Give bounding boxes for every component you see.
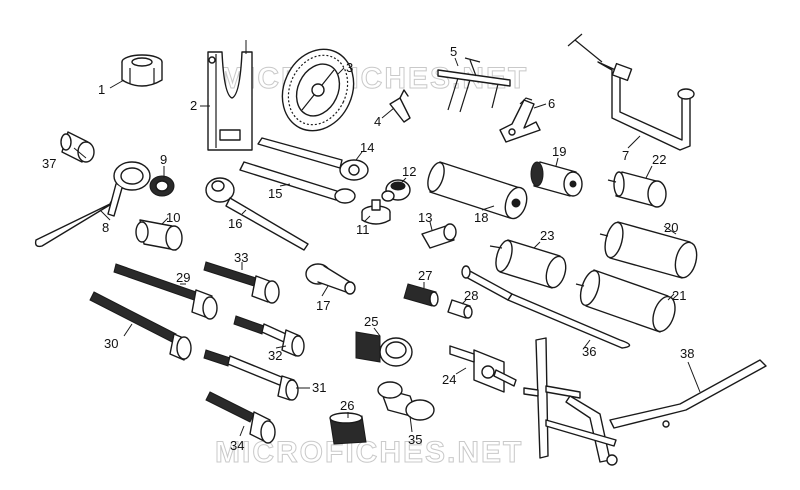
callout-28: 28 [464, 288, 478, 303]
callout-8: 8 [102, 220, 109, 235]
part-12-cap[interactable] [381, 179, 411, 202]
part-24-clamp[interactable] [449, 345, 517, 393]
callout-14: 14 [360, 140, 374, 155]
callout-3: 3 [346, 60, 353, 75]
callout-29: 29 [176, 270, 190, 285]
part-9-gear[interactable] [149, 175, 175, 197]
callout-24: 24 [442, 372, 456, 387]
part-4-pointer[interactable] [389, 89, 411, 123]
callout-17: 17 [316, 298, 330, 313]
watermark-bottom: MICROFICHES.NET [215, 436, 523, 469]
callout-10: 10 [166, 210, 180, 225]
part-15-long-wrench[interactable] [239, 161, 356, 204]
part-1-cup-socket[interactable] [121, 54, 163, 87]
callout-7: 7 [622, 148, 629, 163]
part-2-bracket-plate[interactable] [207, 40, 253, 151]
callout-labels: 1 2 3 4 5 6 7 8 9 10 11 12 13 14 15 16 1… [42, 44, 694, 453]
part-8-pin-wrench[interactable] [34, 161, 151, 248]
part-17-puller-cup[interactable] [305, 263, 356, 295]
part-29-long-bolt[interactable] [113, 263, 218, 320]
callout-25: 25 [364, 314, 378, 329]
part-34-bolt[interactable] [205, 391, 276, 444]
part-33-bolt[interactable] [203, 261, 280, 304]
part-6-angled-bracket[interactable] [499, 97, 541, 143]
part-38-center-stand[interactable] [523, 337, 767, 466]
part-5-puller-bar[interactable] [437, 57, 511, 113]
callout-22: 22 [652, 152, 666, 167]
part-37-socket[interactable] [60, 131, 95, 163]
callout-15: 15 [268, 186, 282, 201]
part-7-valve-spring-compressor[interactable] [567, 33, 695, 151]
callout-18: 18 [474, 210, 488, 225]
callout-30: 30 [104, 336, 118, 351]
part-23-cylinder[interactable] [489, 239, 569, 290]
part-36-rod-with-handle[interactable] [461, 265, 631, 349]
callout-5: 5 [450, 44, 457, 59]
part-30-long-bolt[interactable] [89, 291, 192, 361]
part-16-socket-handle[interactable] [205, 177, 309, 251]
callout-16: 16 [228, 216, 242, 231]
callout-26: 26 [340, 398, 354, 413]
part-3-degree-wheel[interactable] [269, 38, 366, 143]
callout-9: 9 [160, 152, 167, 167]
callout-35: 35 [408, 432, 422, 447]
part-20-large-cylinder[interactable] [599, 221, 700, 280]
part-10-sleeve[interactable] [135, 219, 183, 251]
callout-33: 33 [234, 250, 248, 265]
callout-12: 12 [402, 164, 416, 179]
part-11-small-puller[interactable] [361, 199, 391, 225]
callout-36: 36 [582, 344, 596, 359]
part-18-cylindrical-drift[interactable] [425, 161, 531, 222]
callout-6: 6 [548, 96, 555, 111]
callout-32: 32 [268, 348, 282, 363]
callout-13: 13 [418, 210, 432, 225]
leader-lines [73, 57, 701, 437]
part-27-splined-shaft[interactable] [403, 283, 439, 307]
callout-11: 11 [356, 222, 370, 237]
part-26-threaded-ring[interactable] [329, 412, 367, 445]
callout-20: 20 [664, 220, 678, 235]
callout-1: 1 [98, 82, 105, 97]
callout-31: 31 [312, 380, 326, 395]
callout-37: 37 [42, 156, 56, 171]
part-13-drift[interactable] [421, 223, 457, 249]
callout-27: 27 [418, 268, 432, 283]
callout-23: 23 [540, 228, 554, 243]
part-19-bearing-driver[interactable] [530, 161, 583, 197]
callout-21: 21 [672, 288, 686, 303]
part-14-flat-spanner[interactable] [257, 137, 369, 181]
callout-2: 2 [190, 98, 197, 113]
callout-4: 4 [374, 114, 381, 129]
part-35-bush[interactable] [377, 381, 435, 421]
callout-34: 34 [230, 438, 244, 453]
part-22-drift[interactable] [607, 171, 667, 208]
callout-38: 38 [680, 346, 694, 361]
part-21-large-cylinder[interactable] [575, 268, 679, 334]
callout-19: 19 [552, 144, 566, 159]
part-25-threaded-bush[interactable] [355, 331, 413, 367]
part-31-bolt[interactable] [203, 349, 299, 401]
part-32-bolt[interactable] [233, 315, 305, 357]
part-28-small-pin[interactable] [447, 299, 473, 319]
